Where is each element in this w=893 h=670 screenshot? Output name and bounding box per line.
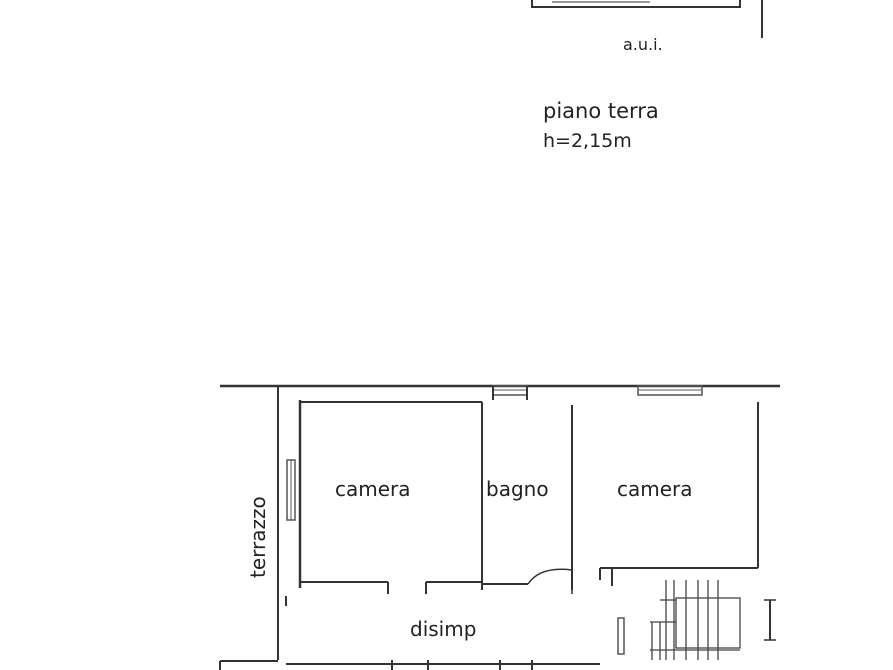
room-label-camera-right: camera	[617, 477, 693, 501]
aui-label: a.u.i.	[623, 35, 663, 54]
window-disimp	[617, 617, 625, 655]
lower-plan	[219, 384, 780, 670]
room-label-terrazzo: terrazzo	[246, 496, 270, 578]
staircase	[650, 580, 741, 660]
floor-label: piano terra	[543, 99, 659, 123]
room-label-disimp: disimp	[410, 617, 476, 641]
height-label: h=2,15m	[543, 130, 632, 152]
upper-plan-fragment	[531, 0, 763, 38]
room-label-camera-left: camera	[335, 477, 411, 501]
room-label-bagno: bagno	[486, 477, 549, 501]
bagno-door-swing	[527, 568, 573, 585]
